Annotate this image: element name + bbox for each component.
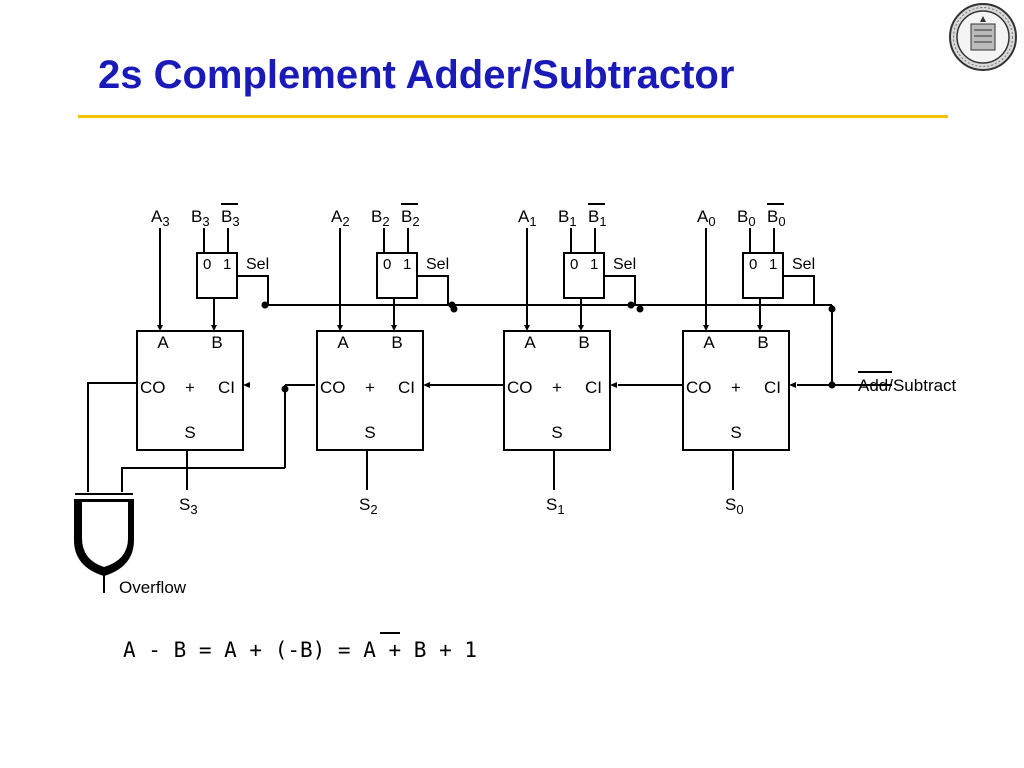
mux-select-label: Sel bbox=[792, 256, 815, 273]
b-complement-label: B1 bbox=[588, 207, 607, 229]
sel-bus-junction bbox=[261, 301, 269, 309]
mux-select-wire bbox=[417, 275, 449, 305]
full-adder-box bbox=[136, 330, 244, 451]
mux-input1-label: 1 bbox=[769, 256, 777, 273]
mux-select-wire bbox=[783, 275, 815, 305]
b-input-label: B1 bbox=[558, 207, 577, 229]
subtraction-equation: A - B = A + (-B) = A + B + 1 bbox=[123, 638, 478, 662]
b-input-label: B3 bbox=[191, 207, 210, 229]
mux-select-label: Sel bbox=[246, 256, 269, 273]
mux-input0-label: 0 bbox=[203, 256, 211, 273]
arrowhead bbox=[578, 325, 584, 331]
adder-plus-label: + bbox=[365, 378, 375, 397]
arrowhead bbox=[391, 325, 397, 331]
adder-sum-label: S bbox=[730, 423, 741, 442]
adder-carry-in-label: CI bbox=[218, 378, 235, 397]
adder-carry-in-label: CI bbox=[764, 378, 781, 397]
mux-input1-label: 1 bbox=[223, 256, 231, 273]
a-input-label: A2 bbox=[331, 207, 350, 229]
adder-b-label: B bbox=[757, 333, 768, 352]
b-complement-overbar bbox=[380, 632, 400, 634]
mux-input0-label: 0 bbox=[383, 256, 391, 273]
sum-output-label: S3 bbox=[179, 495, 198, 517]
sel-bus-junction bbox=[828, 305, 836, 313]
a-input-label: A0 bbox=[697, 207, 716, 229]
sel-bus-junction bbox=[450, 305, 458, 313]
full-adder-box bbox=[503, 330, 611, 451]
adder-a-label: A bbox=[524, 333, 536, 352]
arrowhead bbox=[243, 382, 250, 388]
b-input-label: B2 bbox=[371, 207, 390, 229]
b-complement-label: B3 bbox=[221, 207, 240, 229]
full-adder-box bbox=[316, 330, 424, 451]
adder-b-label: B bbox=[391, 333, 402, 352]
adder-plus-label: + bbox=[731, 378, 741, 397]
arrowhead bbox=[211, 325, 217, 331]
a-input-label: A1 bbox=[518, 207, 537, 229]
adder-a-label: A bbox=[703, 333, 715, 352]
mux-input1-label: 1 bbox=[590, 256, 598, 273]
sum-output-label: S2 bbox=[359, 495, 378, 517]
sel-bus-junction bbox=[627, 301, 635, 309]
add-subtract-label: Add/Subtract bbox=[858, 376, 957, 395]
adder-a-label: A bbox=[337, 333, 349, 352]
adder-b-label: B bbox=[211, 333, 222, 352]
slide-title: 2s Complement Adder/Subtractor bbox=[98, 53, 735, 97]
title-underline bbox=[78, 115, 948, 118]
adder-carry-out-label: CO bbox=[320, 378, 346, 397]
b-input-label: B0 bbox=[737, 207, 756, 229]
mux-select-wire bbox=[237, 275, 269, 305]
university-seal-icon bbox=[949, 3, 1017, 71]
arrowhead bbox=[789, 382, 796, 388]
overflow-carry-in-path bbox=[121, 467, 285, 492]
adder-carry-in-label: CI bbox=[585, 378, 602, 397]
b-complement-label: B2 bbox=[401, 207, 420, 229]
mux-input1-label: 1 bbox=[403, 256, 411, 273]
adder-sum-label: S bbox=[551, 423, 562, 442]
adder-sum-label: S bbox=[364, 423, 375, 442]
full-adder-box bbox=[682, 330, 790, 451]
adder-a-label: A bbox=[157, 333, 169, 352]
arrowhead bbox=[610, 382, 617, 388]
b-complement-label: B0 bbox=[767, 207, 786, 229]
adder-plus-label: + bbox=[552, 378, 562, 397]
overflow-carry-out-path bbox=[87, 382, 137, 492]
overflow-label: Overflow bbox=[119, 578, 187, 597]
arrowhead bbox=[157, 325, 163, 331]
a-input-label: A3 bbox=[151, 207, 170, 229]
adder-carry-out-label: CO bbox=[507, 378, 533, 397]
adder-plus-label: + bbox=[185, 378, 195, 397]
arrowhead bbox=[337, 325, 343, 331]
arrowhead bbox=[703, 325, 709, 331]
mux-input0-label: 0 bbox=[570, 256, 578, 273]
mux-select-label: Sel bbox=[613, 256, 636, 273]
sel-bus-junction bbox=[636, 305, 644, 313]
adder-carry-out-label: CO bbox=[686, 378, 712, 397]
arrowhead bbox=[423, 382, 430, 388]
arrowhead bbox=[757, 325, 763, 331]
adder-sum-label: S bbox=[184, 423, 195, 442]
mux-input0-label: 0 bbox=[749, 256, 757, 273]
arrowhead bbox=[524, 325, 530, 331]
adder-carry-in-label: CI bbox=[398, 378, 415, 397]
sum-output-label: S1 bbox=[546, 495, 565, 517]
mux-select-label: Sel bbox=[426, 256, 449, 273]
adder-carry-out-label: CO bbox=[140, 378, 166, 397]
adder-b-label: B bbox=[578, 333, 589, 352]
xor-gate-inner bbox=[82, 502, 128, 567]
mux-select-wire bbox=[604, 275, 636, 305]
sum-output-label: S0 bbox=[725, 495, 744, 517]
